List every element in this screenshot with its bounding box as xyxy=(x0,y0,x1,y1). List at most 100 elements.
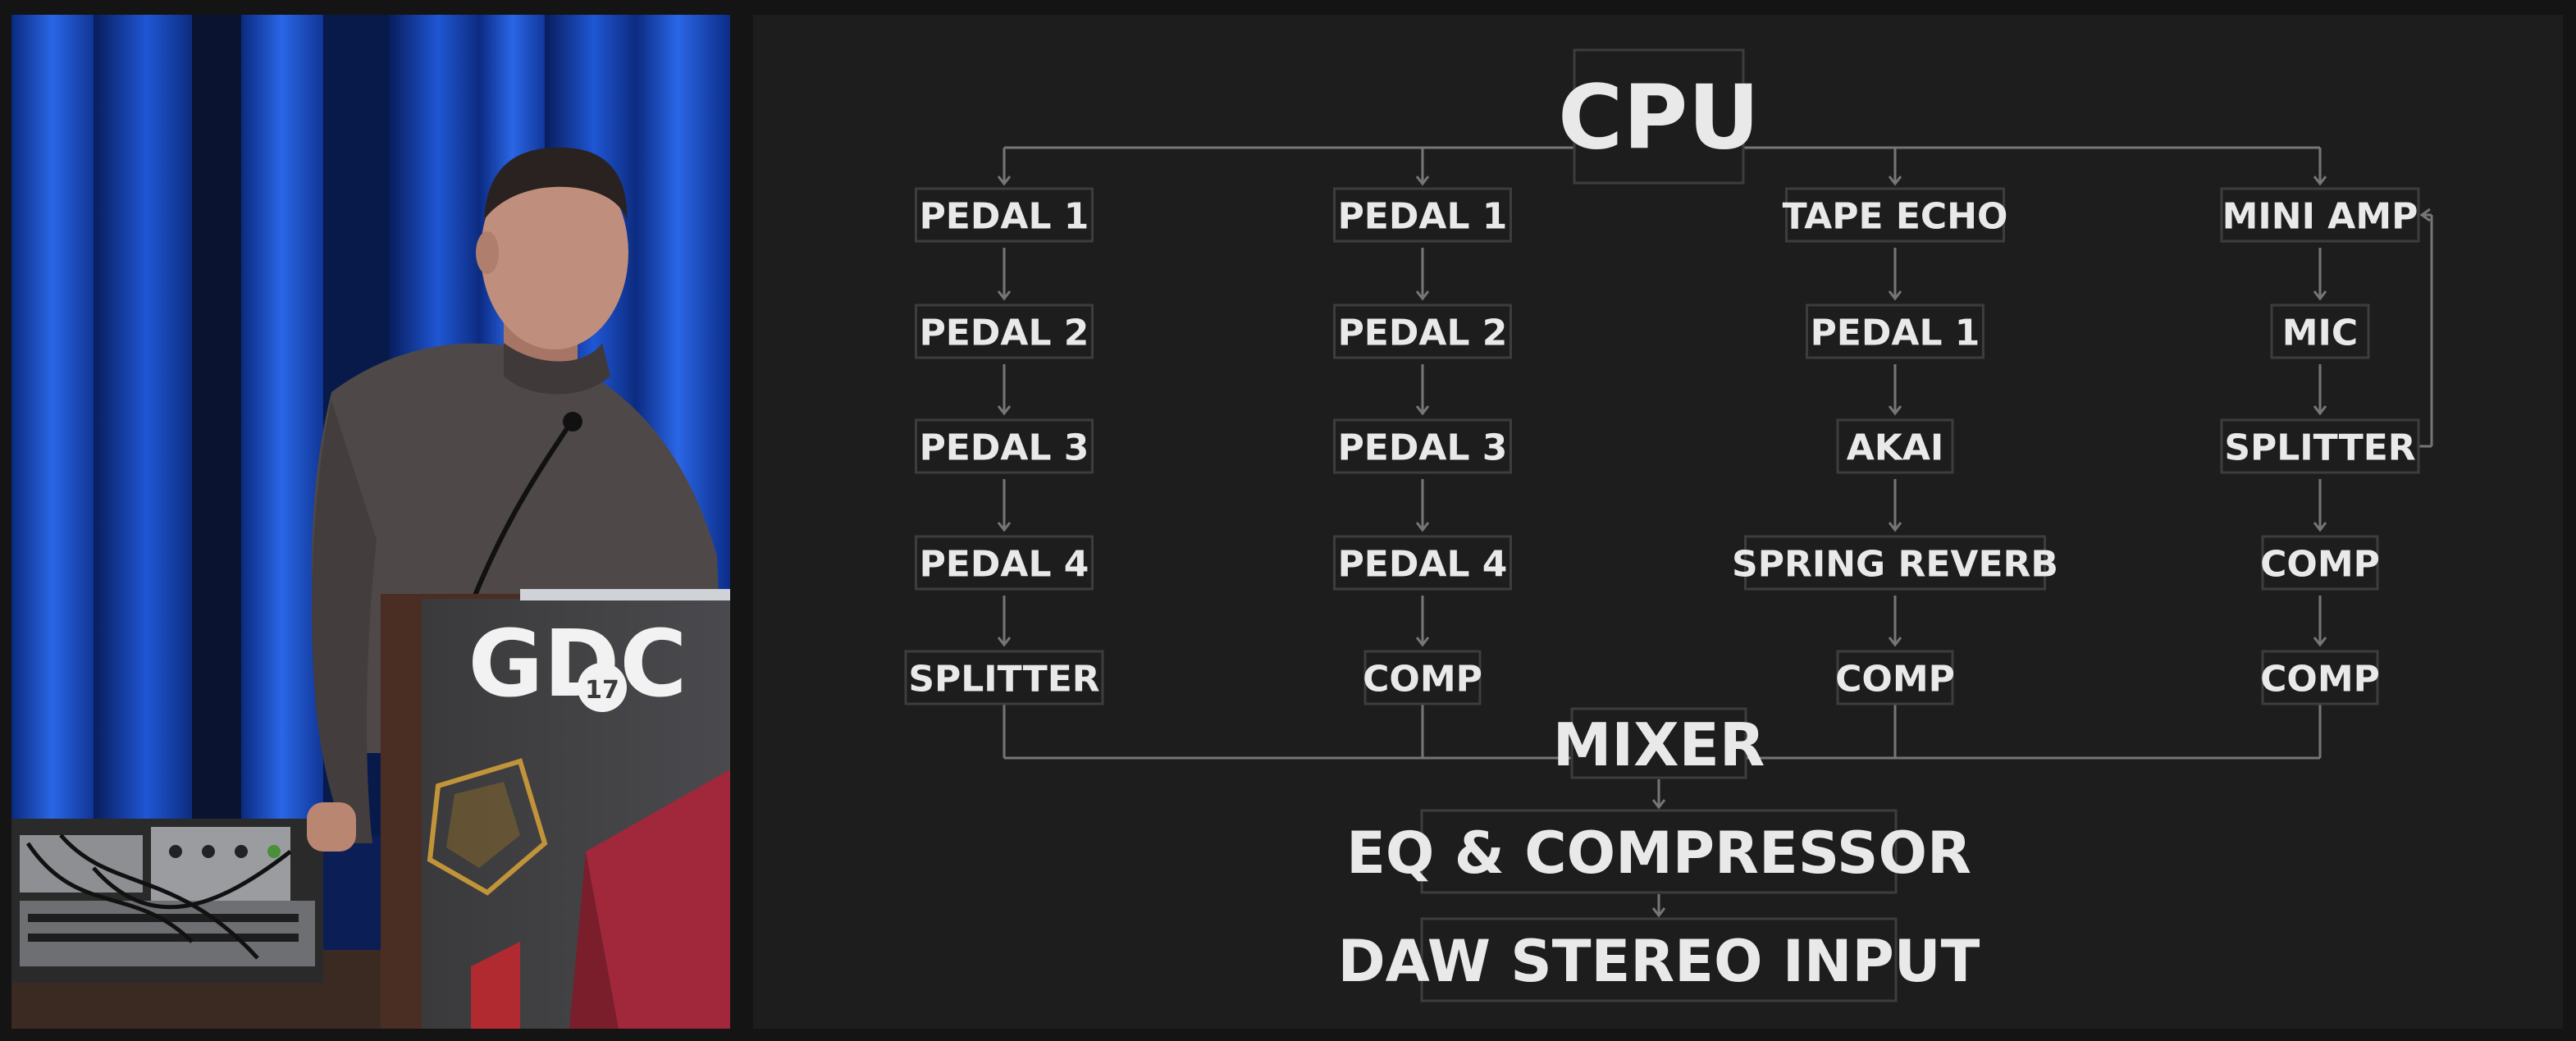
chain-2-arrow-4-head xyxy=(1415,637,1430,647)
chain-3-spring-reverb-node: SPRING REVERB xyxy=(1732,535,2058,591)
chain-1-splitter-node-border xyxy=(904,650,1104,705)
chain-3-arrow-1-head xyxy=(1888,290,1902,301)
chain-2-arrow-3-head xyxy=(1415,522,1430,532)
eq-to-daw-arrow-head xyxy=(1651,907,1666,918)
chain-1-pedal-2-node-label: PEDAL 2 xyxy=(920,313,1089,354)
cpu-to-chain-2-arrow-head xyxy=(1415,176,1430,186)
chain-4-arrow-3-head xyxy=(2313,522,2327,532)
chain-1-pedal-2-node: PEDAL 2 xyxy=(915,304,1094,359)
chain-2-comp-node-border xyxy=(1363,650,1482,705)
chain-2-pedal-1-node: PEDAL 1 xyxy=(1333,187,1512,243)
chain-4-mic-node-label: MIC xyxy=(2282,313,2358,354)
eq-compressor-node-label: EQ & COMPRESSOR xyxy=(1346,820,1971,887)
mixer-node-label: MIXER xyxy=(1553,710,1765,779)
chain-4-splitter-node-label: SPLITTER xyxy=(2224,427,2415,469)
cpu-to-chain-1-arrow-head xyxy=(997,176,1012,186)
chain-3-tape-echo-node-border xyxy=(1785,187,2005,243)
synth-rack xyxy=(11,819,323,983)
chain-2-pedal-3-node-label: PEDAL 3 xyxy=(1338,427,1508,469)
chain-4-mic-node: MIC xyxy=(2270,304,2370,359)
signal-chain-diagram: PEDAL 1 PEDAL 2 PEDAL 3 PEDAL 4 SPLITTER PEDA… xyxy=(904,48,2433,1002)
chain-3-arrow-3-head xyxy=(1888,522,1902,532)
chain-1-pedal-4-node: PEDAL 4 xyxy=(915,535,1094,591)
chain-1-pedal-4-node-border xyxy=(915,535,1094,591)
chain-2-pedal-3-node: PEDAL 3 xyxy=(1333,418,1512,474)
chain-4-comp-node: COMP xyxy=(2260,535,2380,591)
chain-1-pedal-3-node-label: PEDAL 3 xyxy=(920,427,1089,469)
chain-2-pedal-3-node-border xyxy=(1333,418,1512,474)
chain-1-pedal-3-node-border xyxy=(915,418,1094,474)
chain-3-tape-echo-node-label: TAPE ECHO xyxy=(1783,196,2008,238)
chain-1-arrow-4-head xyxy=(997,637,1012,647)
cpu-node-label: CPU xyxy=(1558,67,1760,170)
chain-2-arrow-1-head xyxy=(1415,290,1430,301)
chain-1-splitter-node: SPLITTER xyxy=(904,650,1104,705)
chain-4-comp-node-label: COMP xyxy=(2260,544,2380,586)
daw-stereo-input-node-border xyxy=(1420,917,1898,1002)
chain-4-arrow-1-head xyxy=(2313,290,2327,301)
chain-3-spring-reverb-node-border xyxy=(1744,535,2046,591)
chain-2-comp-node: COMP xyxy=(1363,650,1482,705)
chain-3-spring-reverb-node-label: SPRING REVERB xyxy=(1732,544,2058,586)
chain-3-pedal-1-node: PEDAL 1 xyxy=(1806,304,1985,359)
chain-3-arrow-2-head xyxy=(1888,405,1902,416)
speaker-camera-view: GDC 17 xyxy=(11,15,730,1029)
chain-3-pedal-1-node-label: PEDAL 1 xyxy=(1811,313,1980,354)
mixer-to-eq-arrow-head xyxy=(1651,799,1666,810)
podium-logo-number: 17 xyxy=(585,676,619,705)
chain-3-comp-node-border xyxy=(1836,650,1954,705)
chain-1-pedal-3-node: PEDAL 3 xyxy=(915,418,1094,474)
eq-compressor-node-border xyxy=(1420,809,1898,894)
chain-2-pedal-4-node-label: PEDAL 4 xyxy=(1338,544,1508,586)
chain-1-arrow-3-head xyxy=(997,522,1012,532)
cpu-to-chain-4-arrow-head xyxy=(2313,176,2327,186)
eq-compressor-node: EQ & COMPRESSOR xyxy=(1346,809,1971,894)
chain-1-pedal-4-node-label: PEDAL 4 xyxy=(920,544,1089,586)
chain-3-pedal-1-node-border xyxy=(1806,304,1985,359)
podium: GDC 17 xyxy=(381,589,730,1029)
chain-4-arrow-4-head xyxy=(2313,637,2327,647)
chain-4-mini-amp-node-border xyxy=(2220,187,2420,243)
presentation-slide: PEDAL 1 PEDAL 2 PEDAL 3 PEDAL 4 SPLITTER PEDA… xyxy=(753,15,2563,1029)
chain-4-mini-amp-node: MINI AMP xyxy=(2220,187,2420,243)
chain-3-akai-node: AKAI xyxy=(1836,418,1954,474)
chain-3-akai-node-label: AKAI xyxy=(1847,427,1944,469)
chain-1-splitter-node-label: SPLITTER xyxy=(908,659,1099,701)
mixer-node-border xyxy=(1570,707,1747,779)
chain-2-arrow-2-head xyxy=(1415,405,1430,416)
podium-logo-text: GDC xyxy=(468,611,687,718)
daw-stereo-input-node: DAW STEREO INPUT xyxy=(1338,917,1980,1002)
speaker-scene: GDC 17 xyxy=(11,15,730,1029)
daw-stereo-input-node-label: DAW STEREO INPUT xyxy=(1338,928,1980,995)
chain-2-pedal-1-node-label: PEDAL 1 xyxy=(1338,196,1508,238)
podium-logo-badge xyxy=(578,663,627,712)
chain-1-pedal-1-node: PEDAL 1 xyxy=(915,187,1094,243)
chain-4-splitter-node: SPLITTER xyxy=(2220,418,2420,474)
chain-3-arrow-4-head xyxy=(1888,637,1902,647)
chain-1-pedal-1-node-border xyxy=(915,187,1094,243)
chain-2-pedal-1-node-border xyxy=(1333,187,1512,243)
chain-2-pedal-2-node: PEDAL 2 xyxy=(1333,304,1512,359)
chain-1-pedal-2-node-border xyxy=(915,304,1094,359)
chain-3-akai-node-border xyxy=(1836,418,1954,474)
chain-3-comp-node-label: COMP xyxy=(1835,659,1955,701)
chain-1-pedal-1-node-label: PEDAL 1 xyxy=(920,196,1089,238)
cpu-node: CPU xyxy=(1558,48,1760,185)
chain-4-comp-node-border xyxy=(2261,650,2379,705)
chain-2-pedal-2-node-border xyxy=(1333,304,1512,359)
chain-4-arrow-2-head xyxy=(2313,405,2327,416)
chain-2-pedal-2-node-label: PEDAL 2 xyxy=(1338,313,1508,354)
chain-3-tape-echo-node: TAPE ECHO xyxy=(1783,187,2008,243)
chain-4-comp-node-label: COMP xyxy=(2260,659,2380,701)
chain-4-splitter-node-border xyxy=(2220,418,2420,474)
chain-4-mini-amp-node-label: MINI AMP xyxy=(2222,196,2418,238)
cpu-node-border xyxy=(1573,48,1745,185)
chain-4-comp-node: COMP xyxy=(2260,650,2380,705)
diagram-nodes: PEDAL 1 PEDAL 2 PEDAL 3 PEDAL 4 SPLITTER PEDA… xyxy=(904,48,2420,1002)
feedback-loop-arrow-head xyxy=(2419,208,2431,222)
chain-4-comp-node-border xyxy=(2261,535,2379,591)
chain-2-pedal-4-node-border xyxy=(1333,535,1512,591)
chain-3-comp-node: COMP xyxy=(1835,650,1955,705)
chain-1-arrow-1-head xyxy=(997,290,1012,301)
